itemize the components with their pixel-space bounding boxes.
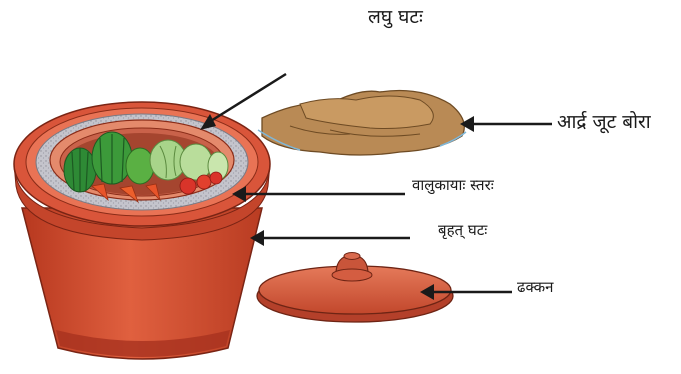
label-small-pot: लघु घटः xyxy=(368,8,423,27)
lid xyxy=(257,253,453,323)
label-big-pot: बृहत् घटः xyxy=(438,223,487,238)
label-wet-jute-sack: आर्द्र जूट बोरा xyxy=(557,113,651,132)
wet-jute-sack xyxy=(258,91,466,156)
label-sand-layer: वालुकायाः स्तरः xyxy=(412,178,494,193)
label-lid: ढक्कन xyxy=(517,280,553,295)
